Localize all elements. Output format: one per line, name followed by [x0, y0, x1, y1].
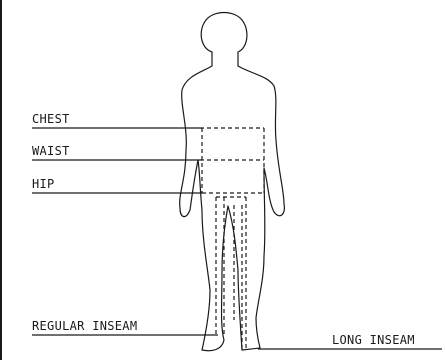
label-chest: CHEST	[32, 112, 70, 126]
body-silhouette	[180, 13, 285, 351]
label-regular-inseam: REGULAR INSEAM	[32, 319, 137, 333]
label-waist: WAIST	[32, 144, 70, 158]
label-long-inseam: LONG INSEAM	[332, 333, 415, 347]
label-hip: HIP	[32, 177, 55, 191]
